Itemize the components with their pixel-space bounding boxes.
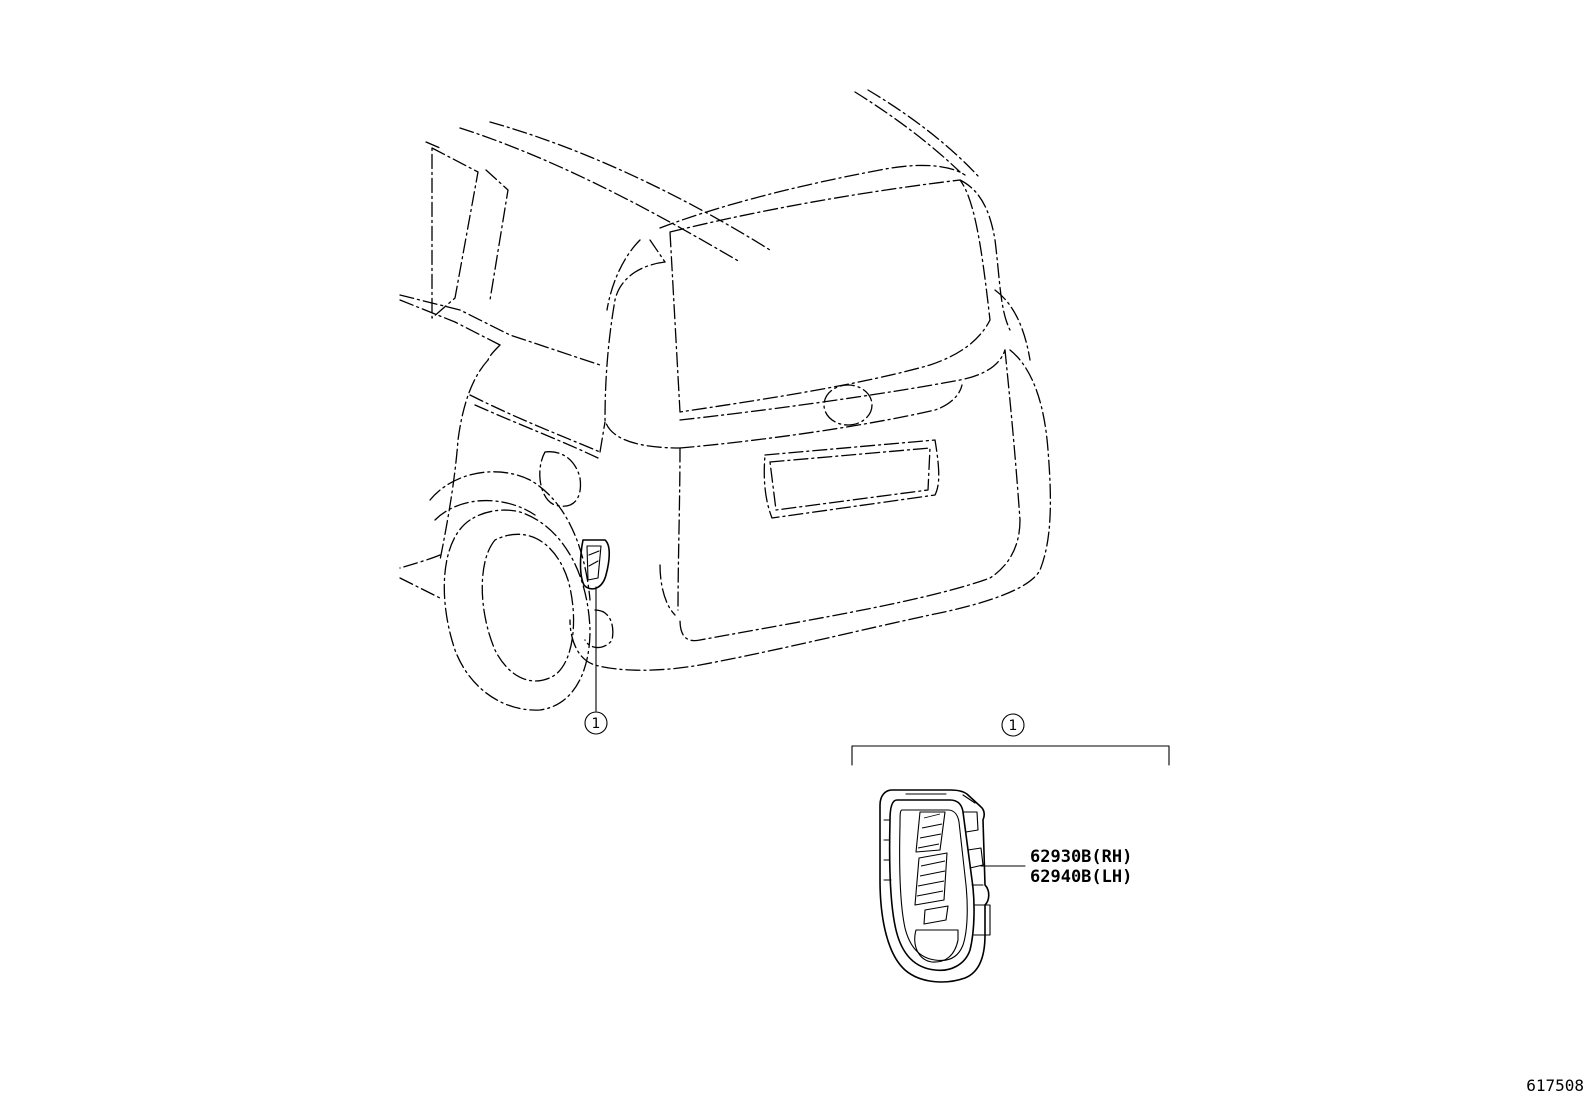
- vehicle-outline: [399, 89, 1052, 711]
- lamp-on-vehicle: [579, 539, 611, 590]
- part-number-rh: 62930B(RH): [1030, 847, 1132, 867]
- callout-detail: 1: [1001, 713, 1025, 737]
- callout-bracket: [851, 745, 1170, 766]
- part-number-lh: 62940B(LH): [1030, 867, 1132, 887]
- drawing-reference-number: 617508: [1526, 1076, 1584, 1095]
- callout-number: 1: [592, 716, 601, 732]
- reflector-part-drawing: [879, 789, 991, 983]
- callout-vehicle: 1: [584, 711, 608, 735]
- callout-number: 1: [1009, 718, 1018, 734]
